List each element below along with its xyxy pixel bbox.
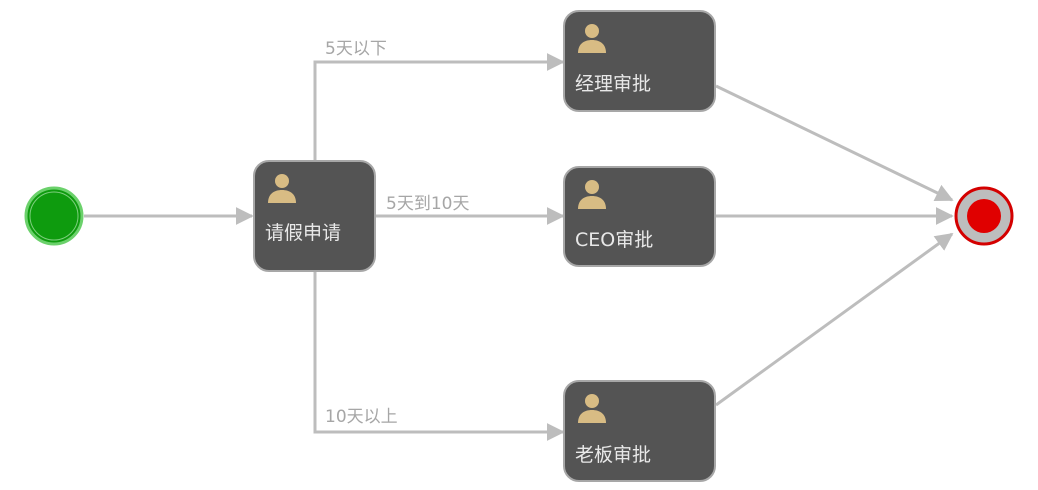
- flow-apply-to-manager: [313, 53, 565, 160]
- task-ceo[interactable]: CEO审批: [563, 166, 716, 267]
- condition-label-5-to-10-days: 5天到10天: [386, 194, 470, 214]
- task-ceo-label: CEO审批: [575, 229, 654, 251]
- user-icon: [578, 394, 606, 423]
- condition-label-under-5-days: 5天以下: [325, 39, 387, 59]
- task-apply-label: 请假申请: [265, 222, 342, 244]
- flow-apply-to-boss: [313, 272, 565, 441]
- user-icon: [578, 180, 606, 209]
- condition-label-over-10-days: 10天以上: [325, 407, 398, 427]
- start-event[interactable]: [24, 186, 84, 246]
- user-icon: [578, 24, 606, 53]
- task-manager[interactable]: 经理审批: [563, 10, 716, 112]
- end-event-core: [967, 199, 1001, 233]
- task-apply[interactable]: 请假申请: [253, 160, 376, 272]
- flow-manager-to-end: [715, 84, 954, 202]
- task-boss-label: 老板审批: [575, 444, 652, 466]
- start-event-inner-ring: [29, 191, 79, 241]
- user-icon: [268, 174, 296, 203]
- task-manager-label: 经理审批: [575, 73, 652, 95]
- task-boss[interactable]: 老板审批: [563, 380, 716, 482]
- flow-boss-to-end: [715, 232, 954, 407]
